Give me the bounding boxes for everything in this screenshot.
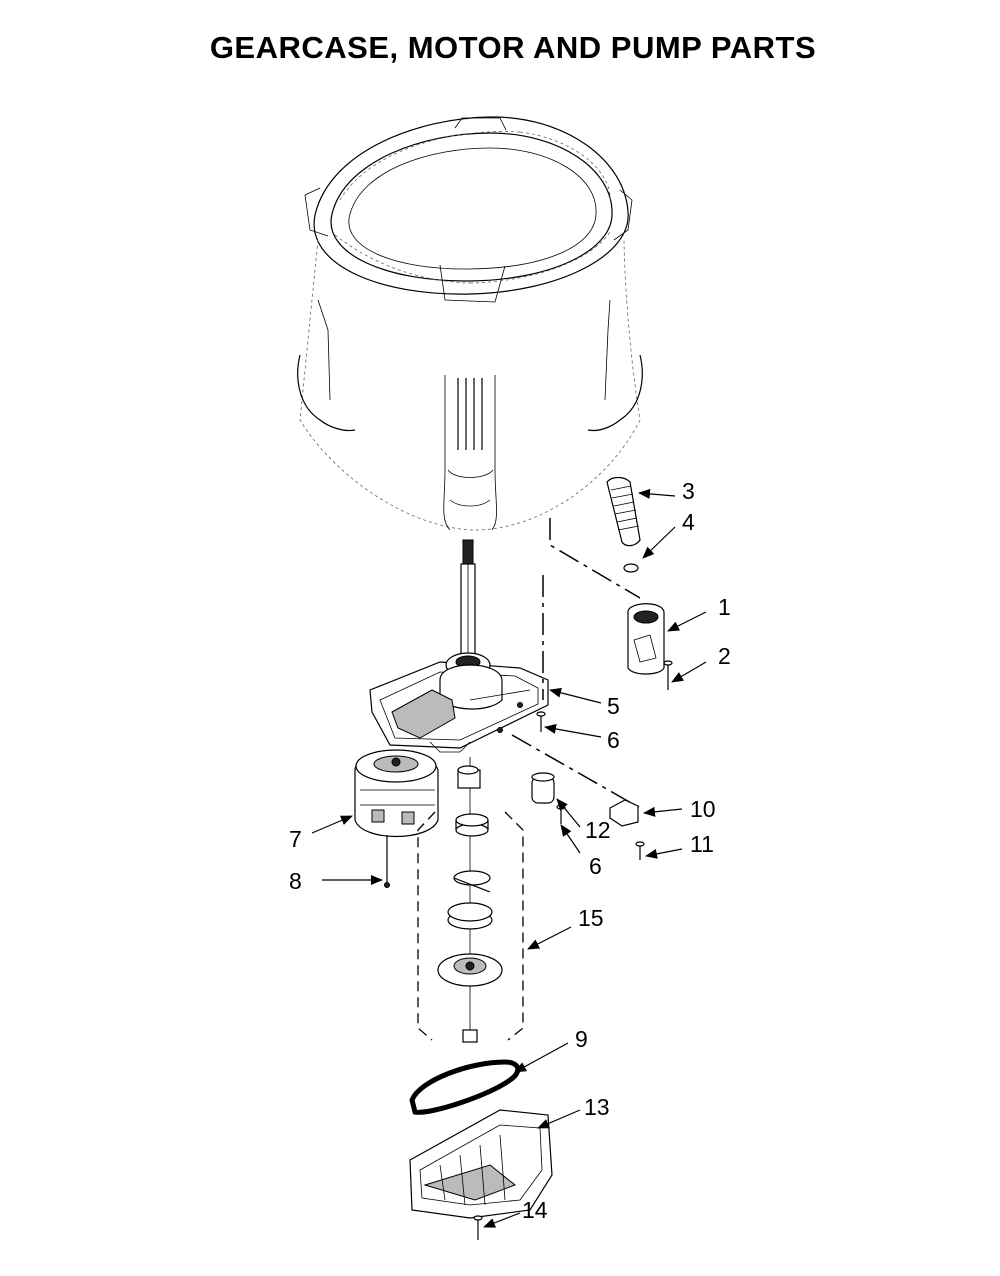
- callout-2: 2: [718, 643, 731, 669]
- callout-6: 6: [607, 727, 620, 753]
- cover-illustration: [409, 1109, 553, 1240]
- callout-4: 4: [682, 509, 695, 535]
- drain-hose-illustration: [606, 476, 641, 573]
- callout-5: 5: [607, 693, 620, 719]
- leader-arrows: [311, 488, 707, 1228]
- belt-illustration: [409, 1059, 521, 1115]
- callout-12: 12: [585, 817, 611, 843]
- callout-13: 13: [584, 1094, 610, 1120]
- diagram-title: GEARCASE, MOTOR AND PUMP PARTS: [209, 30, 817, 65]
- callout-9: 9: [575, 1026, 588, 1052]
- pulley-assembly-illustration: [417, 757, 524, 1043]
- callout-6: 6: [589, 853, 602, 879]
- callout-3: 3: [682, 478, 695, 504]
- callout-14: 14: [522, 1197, 548, 1223]
- callout-8: 8: [289, 868, 302, 894]
- tub-illustration: [297, 116, 643, 531]
- alignment-line: [511, 734, 641, 809]
- motor-illustration: [354, 749, 439, 888]
- callout-labels: 1 2 3 4 5 6 6 7 8 9 10 11 12 13 14 15: [289, 478, 731, 1223]
- callout-10: 10: [690, 796, 716, 822]
- callout-1: 1: [718, 594, 731, 620]
- callout-15: 15: [578, 905, 604, 931]
- alignment-line: [549, 518, 641, 599]
- callout-7: 7: [289, 826, 302, 852]
- callout-11: 11: [690, 831, 714, 857]
- pump-illustration: [627, 603, 673, 690]
- gearcase-illustration: [369, 539, 549, 753]
